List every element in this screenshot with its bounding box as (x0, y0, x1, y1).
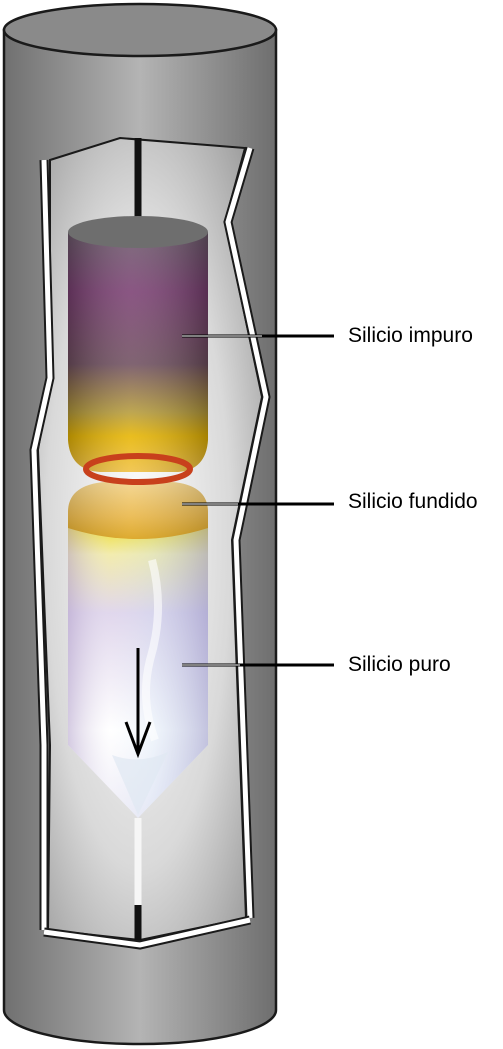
label-impure-silicon: Silicio impuro (348, 324, 473, 347)
molten-silicon-zone (68, 482, 208, 539)
down-arrow-icon (124, 648, 152, 759)
heater-coil-ring (83, 453, 193, 485)
cylinder-top (2, 2, 278, 58)
impure-silicon-rod (68, 216, 208, 472)
label-pure-silicon: Silicio puro (348, 653, 451, 676)
leader-lines (182, 334, 334, 667)
impure-rod-top (68, 216, 208, 248)
label-molten-silicon: Silicio fundido (348, 490, 478, 513)
